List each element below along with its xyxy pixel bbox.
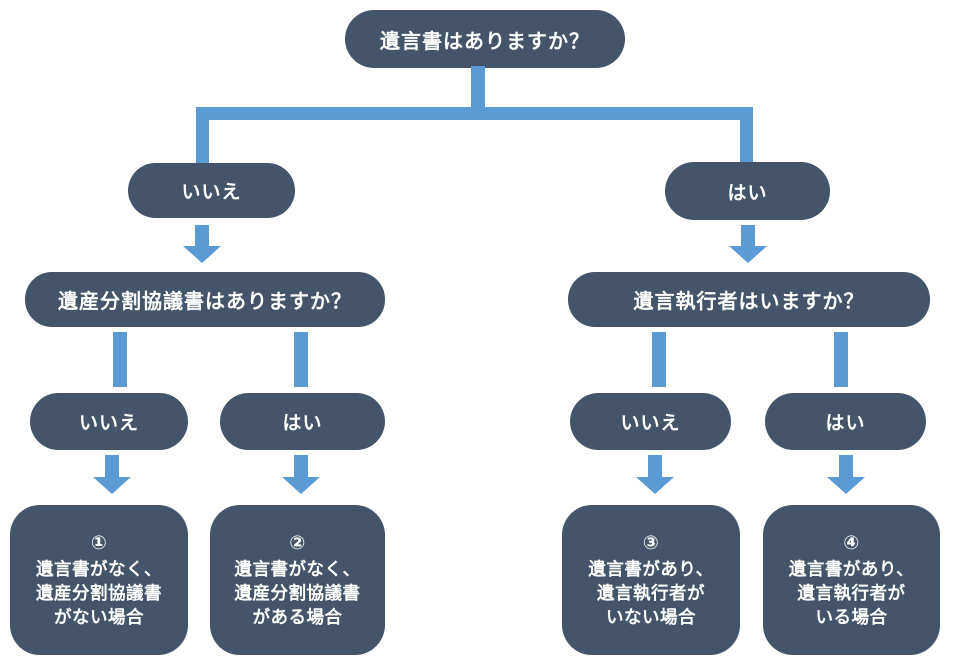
root-connector-stub — [471, 66, 485, 112]
connector-bar — [652, 332, 666, 387]
result-line: 遺言執行者が — [797, 583, 906, 604]
answer-node-yes-level2-right: はい — [765, 393, 926, 450]
result-box-4: ④ 遺言書があり、 遺言執行者が いる場合 — [763, 505, 940, 655]
result-number: ① — [90, 532, 108, 554]
question-label: 遺産分割協議書はありますか？ — [58, 291, 352, 313]
answer-node-no-level2-right: いいえ — [570, 393, 731, 450]
arrow-stem — [741, 225, 755, 246]
question-node-executor: 遺言執行者はいますか？ — [568, 272, 930, 327]
result-line: 遺言書があり、 — [588, 558, 714, 579]
arrow-down-icon — [826, 455, 866, 494]
arrow-stem — [294, 455, 308, 477]
result-box-3: ③ 遺言書があり、 遺言執行者が いない場合 — [562, 505, 740, 655]
arrow-down-icon — [182, 225, 222, 263]
connector-bar — [113, 332, 127, 387]
answer-label: はい — [727, 182, 768, 204]
answer-node-yes-level1: はい — [665, 162, 830, 220]
arrow-head — [282, 477, 320, 494]
question-node-division-agreement: 遺産分割協議書はありますか？ — [25, 272, 385, 327]
arrow-head — [827, 477, 865, 494]
arrow-stem — [195, 225, 209, 246]
result-number: ④ — [843, 532, 860, 554]
result-line: 遺産分割協議書 — [36, 583, 162, 604]
result-line: 遺言書がなく、 — [234, 558, 361, 579]
arrow-down-icon — [728, 225, 768, 263]
arrow-down-icon — [92, 455, 132, 494]
connector-bar — [834, 332, 848, 387]
answer-node-no-level2-left: いいえ — [30, 393, 188, 450]
answer-label: はい — [282, 413, 323, 434]
answer-label: いいえ — [620, 413, 681, 434]
answer-label: いいえ — [181, 182, 242, 203]
result-box-1: ① 遺言書がなく、 遺産分割協議書 がない場合 — [10, 505, 188, 655]
result-number: ③ — [642, 532, 660, 554]
root-question-node: 遺言書はありますか？ — [345, 10, 625, 68]
result-line: がない場合 — [54, 607, 144, 628]
root-question-label: 遺言書はありますか？ — [380, 30, 590, 53]
arrow-down-icon — [635, 455, 675, 494]
result-line: いない場合 — [606, 607, 696, 628]
result-number: ② — [289, 532, 306, 554]
answer-node-yes-level2-left: はい — [220, 393, 385, 450]
branch-horizontal-connector — [196, 107, 753, 120]
arrow-stem — [105, 455, 119, 477]
arrow-stem — [839, 455, 853, 477]
result-line: 遺言執行者が — [597, 583, 705, 604]
arrow-stem — [648, 455, 662, 477]
result-line: がある場合 — [252, 607, 343, 628]
arrow-down-icon — [281, 455, 321, 494]
answer-label: はい — [825, 413, 866, 434]
result-line: 遺言書があり、 — [788, 558, 915, 579]
result-line: 遺産分割協議書 — [234, 583, 361, 604]
yes-branch-drop-connector — [740, 107, 753, 165]
arrow-head — [183, 246, 221, 263]
question-label: 遺言執行者はいますか？ — [633, 291, 865, 313]
arrow-head — [729, 246, 767, 263]
result-line: 遺言書がなく、 — [36, 558, 162, 579]
result-line: いる場合 — [815, 607, 888, 628]
no-branch-drop-connector — [196, 107, 209, 165]
connector-bar — [294, 332, 308, 387]
result-box-2: ② 遺言書がなく、 遺産分割協議書 がある場合 — [210, 505, 385, 655]
answer-node-no-level1: いいえ — [128, 163, 295, 218]
answer-label: いいえ — [78, 413, 139, 434]
arrow-head — [636, 477, 674, 494]
arrow-head — [93, 477, 131, 494]
